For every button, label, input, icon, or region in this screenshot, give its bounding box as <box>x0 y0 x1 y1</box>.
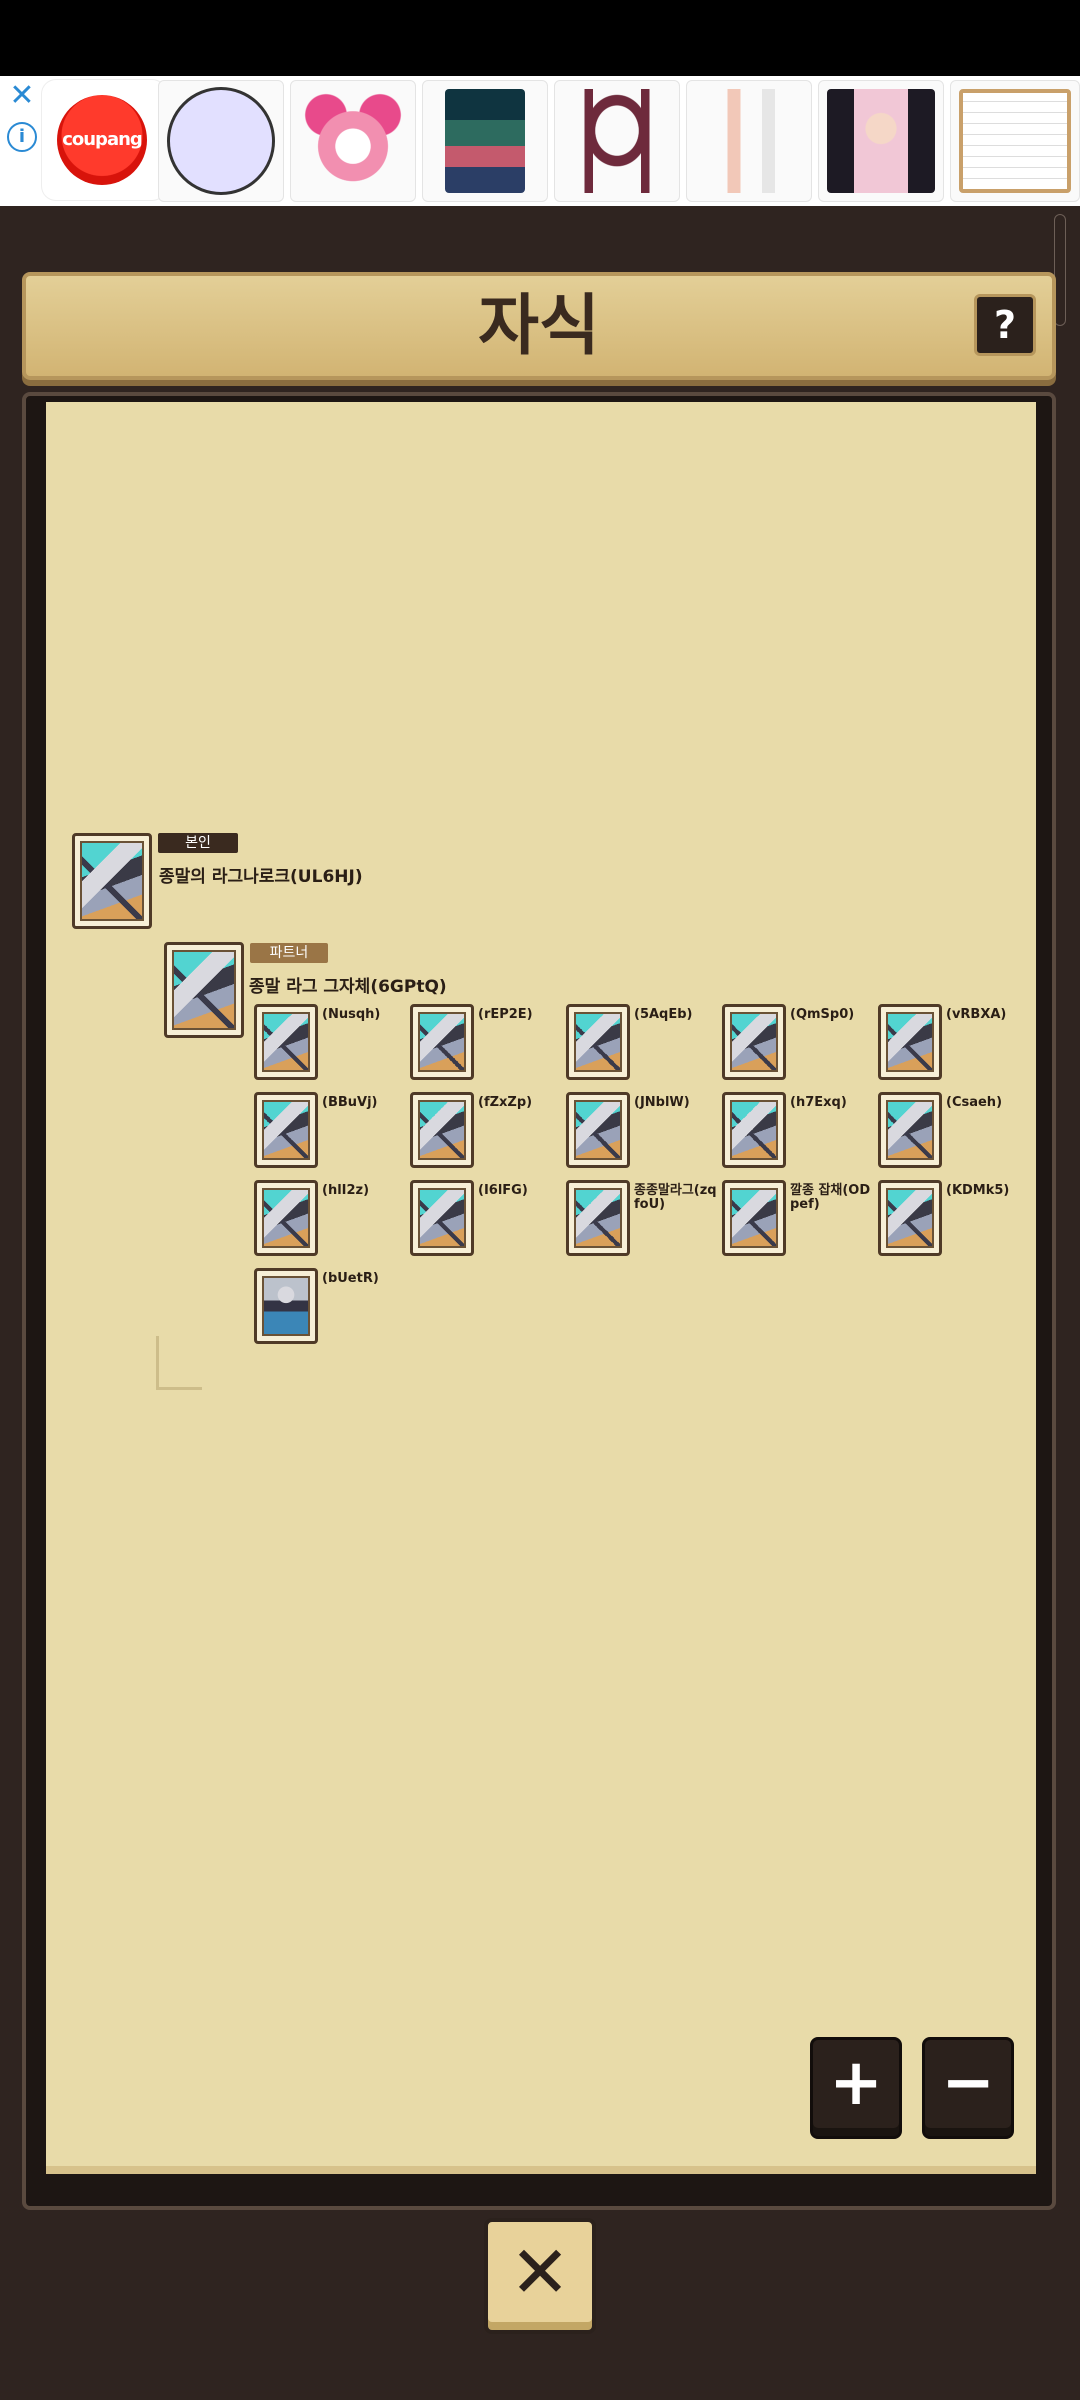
child-name: 깔종 잡채(ODpef) <box>790 1183 871 1212</box>
child-portrait[interactable] <box>722 1180 786 1256</box>
child-name: (Nusqh) <box>322 1007 381 1022</box>
child-portrait[interactable] <box>410 1092 474 1168</box>
status-bar <box>0 0 1080 76</box>
ad-thumb-circle[interactable] <box>158 80 284 202</box>
page-title: 자식 <box>478 287 600 364</box>
child-name: (BBuVj) <box>322 1095 378 1110</box>
partner-tag: 파트너 <box>250 943 328 963</box>
family-tree-board[interactable]: 본인 종말의 라그나로크(UL6HJ) 파트너 종말 라그 그자체(6GPtQ)… <box>46 402 1036 2174</box>
child-portrait[interactable] <box>254 1268 318 1344</box>
ad-harness-image <box>563 89 671 193</box>
child-portrait[interactable] <box>410 1180 474 1256</box>
child-portrait[interactable] <box>878 1180 942 1256</box>
child-name: (JNblW) <box>634 1095 690 1110</box>
ad-thumb-book[interactable] <box>422 80 548 202</box>
ad-planner-image <box>959 89 1071 193</box>
child-portrait[interactable] <box>566 1004 630 1080</box>
ad-teether-image <box>695 89 803 193</box>
child-name: (Csaeh) <box>946 1095 1003 1110</box>
close-button[interactable]: ✕ <box>484 2218 596 2334</box>
ad-thumb-coupang[interactable]: coupang <box>42 80 166 200</box>
ad-anime-image <box>827 89 935 193</box>
child-name: (KDMk5) <box>946 1183 1010 1198</box>
ad-circle-image <box>167 87 275 195</box>
zoom-out-button[interactable]: − <box>922 2037 1014 2139</box>
child-name: (h7Exq) <box>790 1095 847 1110</box>
tree-connector <box>156 1387 202 1390</box>
self-name: 종말의 라그나로크(UL6HJ) <box>159 867 363 887</box>
child-portrait[interactable] <box>410 1004 474 1080</box>
child-portrait[interactable] <box>878 1092 942 1168</box>
partner-name: 종말 라그 그자체(6GPtQ) <box>249 977 447 997</box>
ad-close-icon[interactable]: ✕ <box>9 78 35 113</box>
ad-thumb-harness[interactable] <box>554 80 680 202</box>
ad-book-image <box>445 89 525 193</box>
child-portrait[interactable] <box>254 1092 318 1168</box>
title-panel: 자식 ? <box>22 272 1056 380</box>
child-name: (vRBXA) <box>946 1007 1007 1022</box>
child-portrait[interactable] <box>254 1004 318 1080</box>
self-tag: 본인 <box>158 833 238 853</box>
child-portrait[interactable] <box>878 1004 942 1080</box>
child-name: (QmSp0) <box>790 1007 855 1022</box>
child-name: (fZxZp) <box>478 1095 533 1110</box>
ad-thumb-anime[interactable] <box>818 80 944 202</box>
ad-info-icon[interactable]: i <box>7 122 37 152</box>
child-portrait[interactable] <box>566 1180 630 1256</box>
child-portrait[interactable] <box>722 1004 786 1080</box>
child-name: (I6lFG) <box>478 1183 528 1198</box>
child-name: (hlI2z) <box>322 1183 370 1198</box>
child-portrait[interactable] <box>566 1092 630 1168</box>
child-portrait[interactable] <box>254 1180 318 1256</box>
ad-thumb-plush[interactable] <box>290 80 416 202</box>
ad-thumb-teether[interactable] <box>686 80 812 202</box>
tree-connector <box>156 1336 159 1390</box>
zoom-in-button[interactable]: + <box>810 2037 902 2139</box>
help-button[interactable]: ? <box>974 294 1036 356</box>
child-name: (bUetR) <box>322 1271 379 1286</box>
child-name: 종종말라그(zqfoU) <box>634 1183 717 1212</box>
coupang-logo-icon: coupang <box>57 95 147 185</box>
partner-portrait[interactable] <box>164 942 244 1038</box>
child-name: (rEP2E) <box>478 1007 533 1022</box>
ad-thumb-planner[interactable] <box>950 80 1080 202</box>
self-portrait[interactable] <box>72 833 152 929</box>
scrollbar[interactable] <box>1054 214 1066 326</box>
child-portrait[interactable] <box>722 1092 786 1168</box>
ad-plush-image <box>299 89 407 193</box>
child-name: (5AqEb) <box>634 1007 693 1022</box>
